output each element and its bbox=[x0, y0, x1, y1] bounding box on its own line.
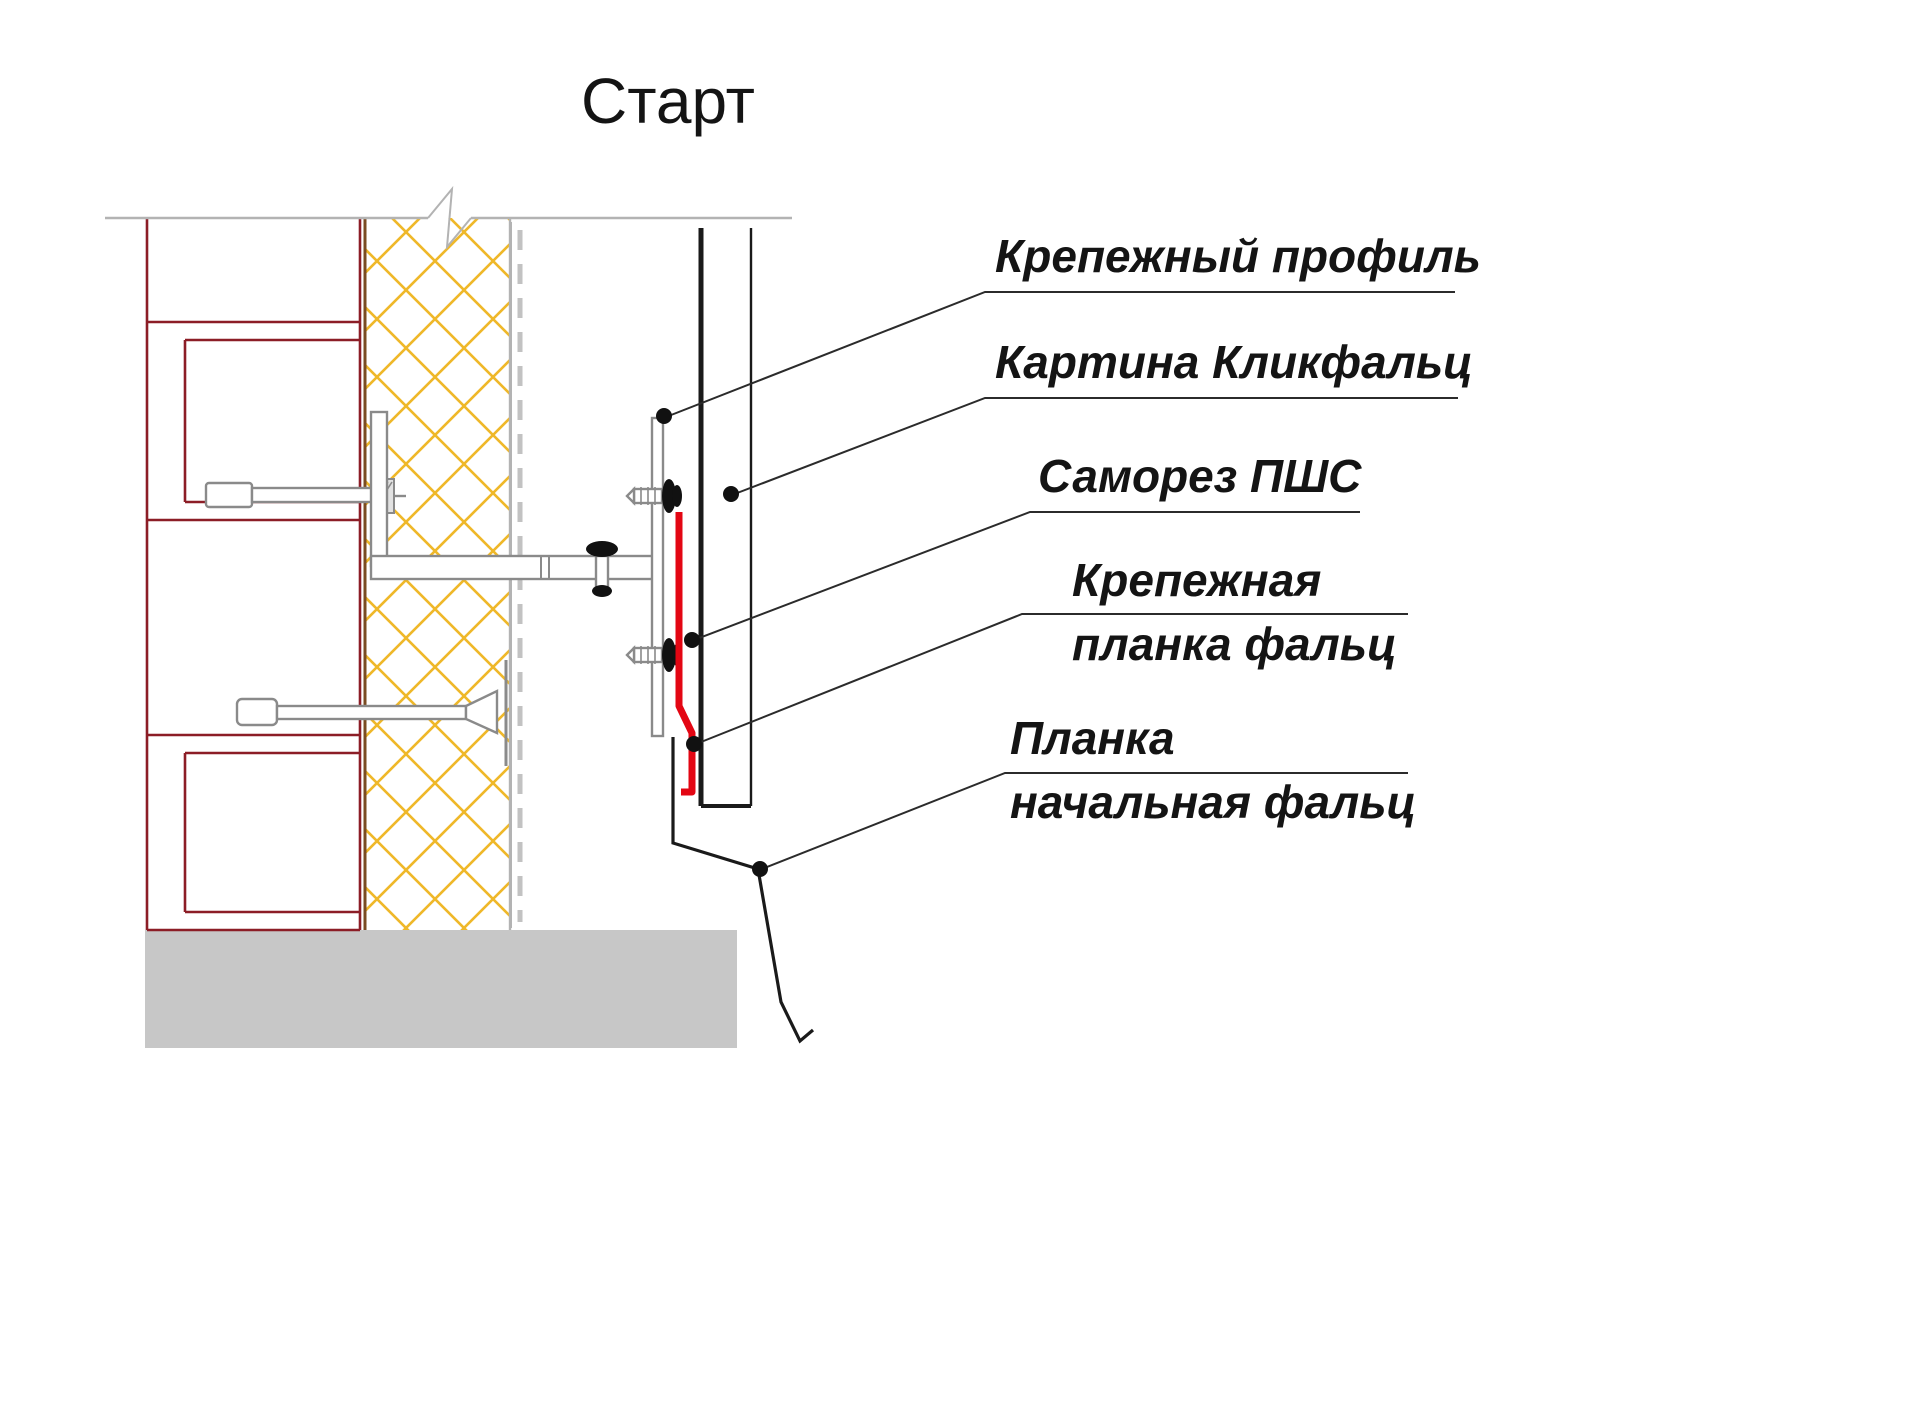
callout-dot bbox=[686, 736, 702, 752]
callout-fastening-profile-text: Крепежный профиль bbox=[995, 230, 1481, 282]
foundation bbox=[145, 930, 737, 1048]
callout-dot bbox=[684, 632, 700, 648]
screw-tip bbox=[625, 645, 636, 665]
start-strip-line bbox=[671, 737, 815, 1044]
dowel-cone bbox=[464, 689, 499, 735]
callouts: Старт Крепежный профиль Картина Кликфаль… bbox=[581, 65, 1481, 828]
mounting-profile-body bbox=[650, 416, 665, 738]
anchor-shaft bbox=[250, 486, 374, 504]
callout-dot bbox=[656, 408, 672, 424]
callout-start-strip-text-line2: начальная фальц bbox=[1010, 776, 1416, 828]
bracket-arm bbox=[369, 554, 663, 581]
dowel-shaft bbox=[275, 704, 468, 721]
foundation-block bbox=[145, 930, 737, 1048]
callout-fastening-strip-text-line2: планка фальц bbox=[1072, 618, 1397, 670]
callout-start-strip-text-line1: Планка bbox=[1010, 712, 1175, 764]
dowel-head bbox=[235, 697, 279, 727]
screw-tip bbox=[625, 486, 636, 506]
wall-bracket bbox=[369, 410, 663, 597]
leader-fastening-strip bbox=[695, 613, 1408, 745]
top-edge-line bbox=[105, 185, 792, 251]
masonry-lines bbox=[145, 218, 362, 932]
screw-head bbox=[672, 485, 682, 507]
fastening-strip-line bbox=[675, 512, 696, 796]
start-strip-falz bbox=[671, 737, 815, 1044]
bracket-back-plate bbox=[369, 410, 389, 568]
screw-flange bbox=[662, 638, 676, 672]
self-tapping-screw-upper bbox=[625, 479, 682, 513]
insulation-dowel bbox=[235, 660, 508, 766]
leader-clickfalz-panel bbox=[731, 397, 1458, 496]
anchor-head bbox=[204, 481, 254, 509]
leader-start-strip bbox=[761, 772, 1408, 870]
callout-leaders bbox=[656, 291, 1458, 877]
mounting-profile bbox=[650, 416, 665, 738]
leader-screw-pshs bbox=[693, 511, 1360, 641]
screw-threads bbox=[640, 646, 656, 664]
bolt-nut bbox=[592, 585, 612, 597]
screw-threads bbox=[640, 487, 656, 505]
bolt-head bbox=[586, 541, 618, 557]
callout-dot bbox=[723, 486, 739, 502]
break-mark bbox=[427, 185, 472, 251]
clickfalz-panel bbox=[698, 228, 753, 808]
callout-clickfalz-panel-text: Картина Кликфальц bbox=[995, 336, 1473, 388]
screw-flange bbox=[662, 479, 676, 513]
leader-fastening-profile bbox=[665, 291, 1455, 418]
callout-screw-pshs-text: Саморез ПШС bbox=[1038, 450, 1362, 502]
masonry-wall bbox=[145, 218, 362, 932]
fastening-strip-falz bbox=[675, 512, 696, 796]
bracket-joint bbox=[540, 556, 550, 579]
callout-dot bbox=[752, 861, 768, 877]
callout-fastening-strip-text-line1: Крепежная bbox=[1072, 554, 1321, 606]
diagram-title: Старт bbox=[581, 65, 755, 137]
bolt-shaft bbox=[594, 554, 610, 592]
